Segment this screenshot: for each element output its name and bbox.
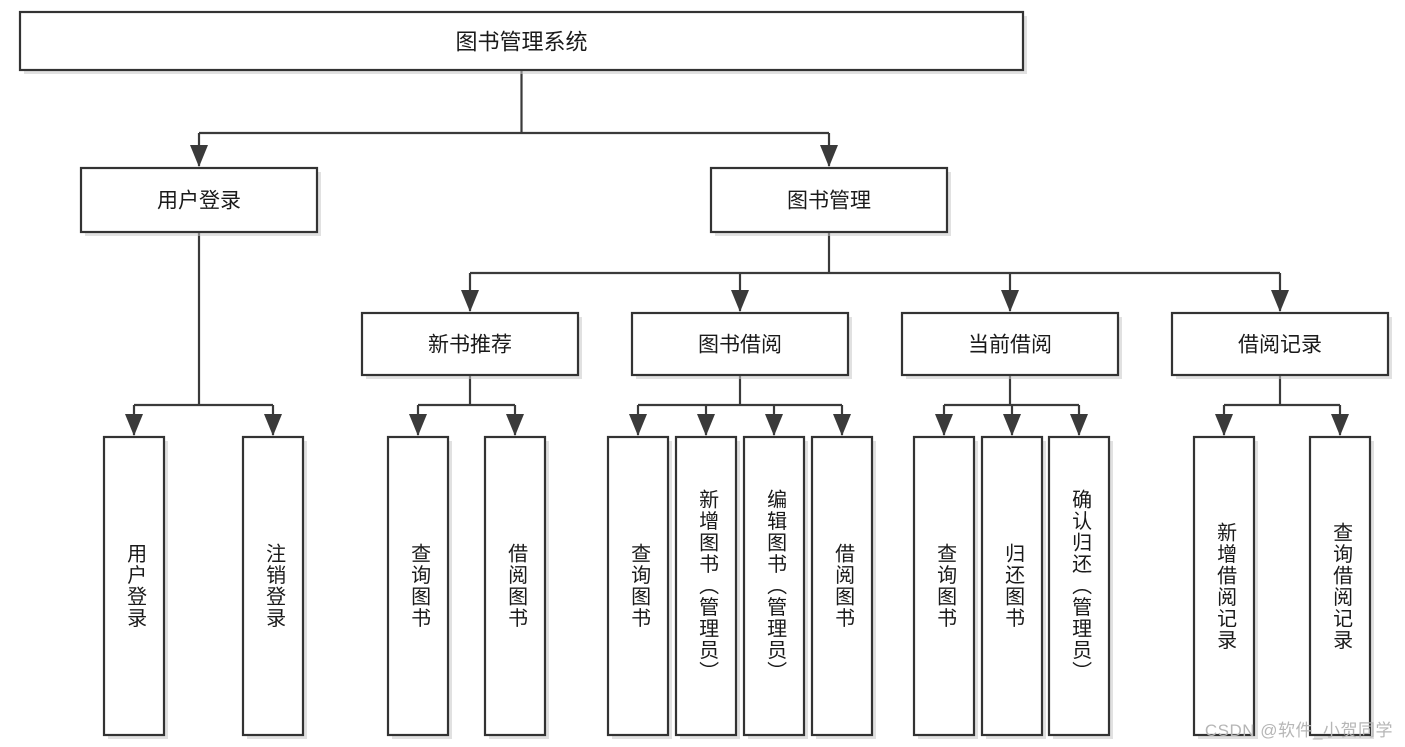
arrow-head-icon bbox=[1271, 290, 1289, 312]
arrow-head-icon bbox=[629, 414, 647, 436]
arrow-head-icon bbox=[1001, 290, 1019, 312]
arrow-head-icon bbox=[1003, 414, 1021, 436]
node-label: 图书管理系统 bbox=[455, 30, 587, 55]
arrow-head-icon bbox=[833, 414, 851, 436]
arrow-head-icon bbox=[190, 145, 208, 167]
arrow-head-icon bbox=[125, 414, 143, 436]
node-label: 图书管理 bbox=[787, 190, 871, 213]
node-leaf[interactable] bbox=[810, 435, 874, 737]
node-label: 借阅记录 bbox=[1238, 334, 1322, 357]
node-leaf[interactable] bbox=[1047, 435, 1111, 737]
node-leaf[interactable] bbox=[606, 435, 670, 737]
node-leaf[interactable] bbox=[742, 435, 806, 737]
node-leaf[interactable] bbox=[674, 435, 738, 737]
node-label: 图书借阅 bbox=[698, 334, 782, 357]
arrow-head-icon bbox=[765, 414, 783, 436]
node-leaf[interactable] bbox=[386, 435, 450, 737]
node-level3[interactable] bbox=[900, 311, 1120, 377]
arrow-head-icon bbox=[1070, 414, 1088, 436]
node-leaf[interactable] bbox=[241, 435, 305, 737]
arrow-head-icon bbox=[731, 290, 749, 312]
connectors-layer bbox=[125, 70, 1349, 436]
node-leaf[interactable] bbox=[912, 435, 976, 737]
arrow-head-icon bbox=[935, 414, 953, 436]
arrow-head-icon bbox=[506, 414, 524, 436]
node-root[interactable] bbox=[18, 10, 1025, 72]
arrow-head-icon bbox=[461, 290, 479, 312]
boxes-layer bbox=[18, 10, 1392, 739]
arrow-head-icon bbox=[1331, 414, 1349, 436]
node-leaf[interactable] bbox=[1192, 435, 1256, 737]
node-level3[interactable] bbox=[360, 311, 580, 377]
csdn-watermark: CSDN @软件_小贺同学 bbox=[1204, 721, 1393, 740]
arrow-head-icon bbox=[264, 414, 282, 436]
node-label: 当前借阅 bbox=[968, 334, 1052, 357]
node-leaf[interactable] bbox=[980, 435, 1044, 737]
node-label: 用户登录 bbox=[157, 190, 241, 213]
arrow-head-icon bbox=[820, 145, 838, 167]
arrow-head-icon bbox=[697, 414, 715, 436]
arrow-head-icon bbox=[1215, 414, 1233, 436]
node-level2[interactable] bbox=[709, 166, 949, 234]
node-leaf[interactable] bbox=[1308, 435, 1372, 737]
arrow-head-icon bbox=[409, 414, 427, 436]
node-leaf[interactable] bbox=[483, 435, 547, 737]
node-level2[interactable] bbox=[79, 166, 319, 234]
node-level3[interactable] bbox=[630, 311, 850, 377]
node-label: 新书推荐 bbox=[428, 334, 512, 357]
node-level3[interactable] bbox=[1170, 311, 1390, 377]
node-leaf[interactable] bbox=[102, 435, 166, 737]
